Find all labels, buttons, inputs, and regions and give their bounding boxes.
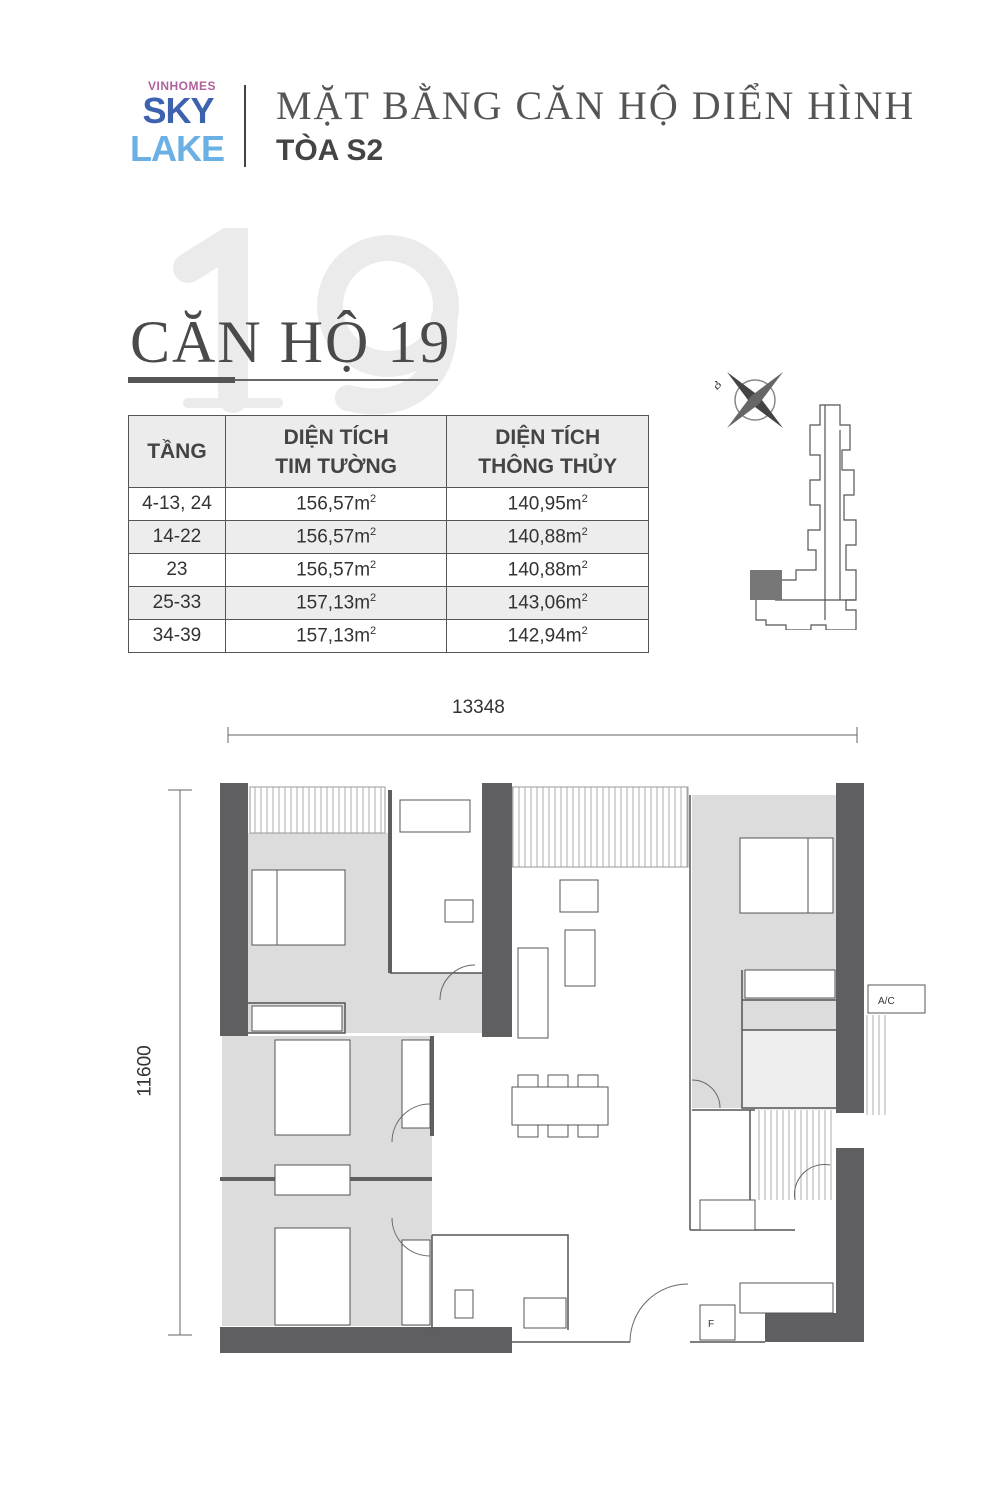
unit-exponent: 2	[370, 591, 377, 604]
unit: m	[354, 559, 371, 581]
tim-tuong-cell: 157,13m2	[224, 586, 448, 620]
site-key-plan	[750, 404, 857, 630]
thong-thuy-cell-value: 143,06	[507, 592, 566, 614]
header-text: TIM TƯỜNG	[275, 454, 397, 478]
area-table: TẦNG DIỆN TÍCH TIM TƯỜNG DIỆN TÍCH THÔNG T…	[128, 415, 649, 653]
width-dimension: 13348	[452, 697, 505, 718]
floor-cell: 14-22	[128, 520, 226, 554]
logo-sky: SKY	[142, 90, 214, 131]
floor-cell-value: 23	[166, 559, 188, 580]
unit: m	[354, 592, 371, 614]
unit-exponent: 2	[581, 558, 588, 571]
apartment-title: CĂN HỘ 19	[130, 309, 452, 375]
unit: m	[565, 559, 582, 581]
header-divider	[244, 85, 246, 167]
thong-thuy-cell-value: 140,88	[507, 526, 566, 548]
header-tim-tuong: DIỆN TÍCH TIM TƯỜNG	[224, 415, 448, 488]
ac-label: A/C	[878, 996, 895, 1007]
tim-tuong-cell-value: 156,57	[296, 559, 355, 581]
floor-cell: 23	[128, 553, 226, 587]
unit-exponent: 2	[581, 624, 588, 637]
unit-exponent: 2	[581, 525, 588, 538]
title-underline	[128, 377, 235, 383]
floor-cell: 34-39	[128, 619, 226, 653]
thong-thuy-cell: 140,88m2	[446, 553, 649, 587]
table-header-row: TẦNG DIỆN TÍCH TIM TƯỜNG DIỆN TÍCH THÔNG T…	[128, 415, 649, 488]
thong-thuy-cell: 140,95m2	[446, 487, 649, 521]
unit-exponent: 2	[581, 591, 588, 604]
header-text: DIỆN TÍCH	[495, 425, 601, 449]
unit: m	[565, 526, 582, 548]
title-underline-thin	[235, 379, 438, 381]
logo-lake: LAKE	[130, 128, 225, 169]
tim-tuong-cell-value: 157,13	[296, 592, 355, 614]
tim-tuong-cell-value: 156,57	[296, 526, 355, 548]
unit: m	[565, 493, 582, 515]
floor-cell-value: 14-22	[152, 526, 202, 547]
unit-exponent: 2	[370, 492, 377, 505]
compass-north-label: B	[715, 377, 724, 393]
header-thong-thuy: DIỆN TÍCH THÔNG THỦY	[446, 415, 649, 488]
unit-exponent: 2	[370, 525, 377, 538]
thong-thuy-cell: 143,06m2	[446, 586, 649, 620]
floor-cell: 25-33	[128, 586, 226, 620]
tim-tuong-cell-value: 156,57	[296, 493, 355, 515]
tim-tuong-cell: 156,57m2	[224, 520, 448, 554]
thong-thuy-cell: 142,94m2	[446, 619, 649, 653]
compass-icon: B	[715, 372, 783, 428]
floor-cell: 4-13, 24	[128, 487, 226, 521]
header-text: DIỆN TÍCH	[283, 425, 389, 449]
floor-cell-value: 25-33	[152, 592, 202, 613]
tim-tuong-cell: 157,13m2	[224, 619, 448, 653]
thong-thuy-cell-value: 142,94	[507, 625, 566, 647]
tim-tuong-cell: 156,57m2	[224, 487, 448, 521]
floor-cell-value: 4-13, 24	[142, 493, 212, 514]
header-text: THÔNG THỦY	[478, 454, 618, 478]
thong-thuy-cell-value: 140,88	[507, 559, 566, 581]
unit-exponent: 2	[370, 624, 377, 637]
unit: m	[565, 592, 582, 614]
unit-exponent: 2	[581, 492, 588, 505]
thong-thuy-cell-value: 140,95	[507, 493, 566, 515]
apartment-number-watermark	[173, 228, 459, 415]
header-floor: TẦNG	[128, 415, 226, 488]
unit: m	[354, 526, 371, 548]
unit: m	[354, 625, 371, 647]
unit: m	[354, 493, 371, 515]
thong-thuy-cell: 140,88m2	[446, 520, 649, 554]
logo-brand: VINHOMES	[148, 79, 217, 93]
tim-tuong-cell-value: 157,13	[296, 625, 355, 647]
fridge-label: F	[708, 1319, 714, 1330]
floor-cell-value: 34-39	[152, 625, 202, 646]
unit-exponent: 2	[370, 558, 377, 571]
page-title: MẶT BẰNG CĂN HỘ DIỂN HÌNH	[276, 83, 916, 128]
unit: m	[565, 625, 582, 647]
building-label: TÒA S2	[276, 134, 384, 167]
